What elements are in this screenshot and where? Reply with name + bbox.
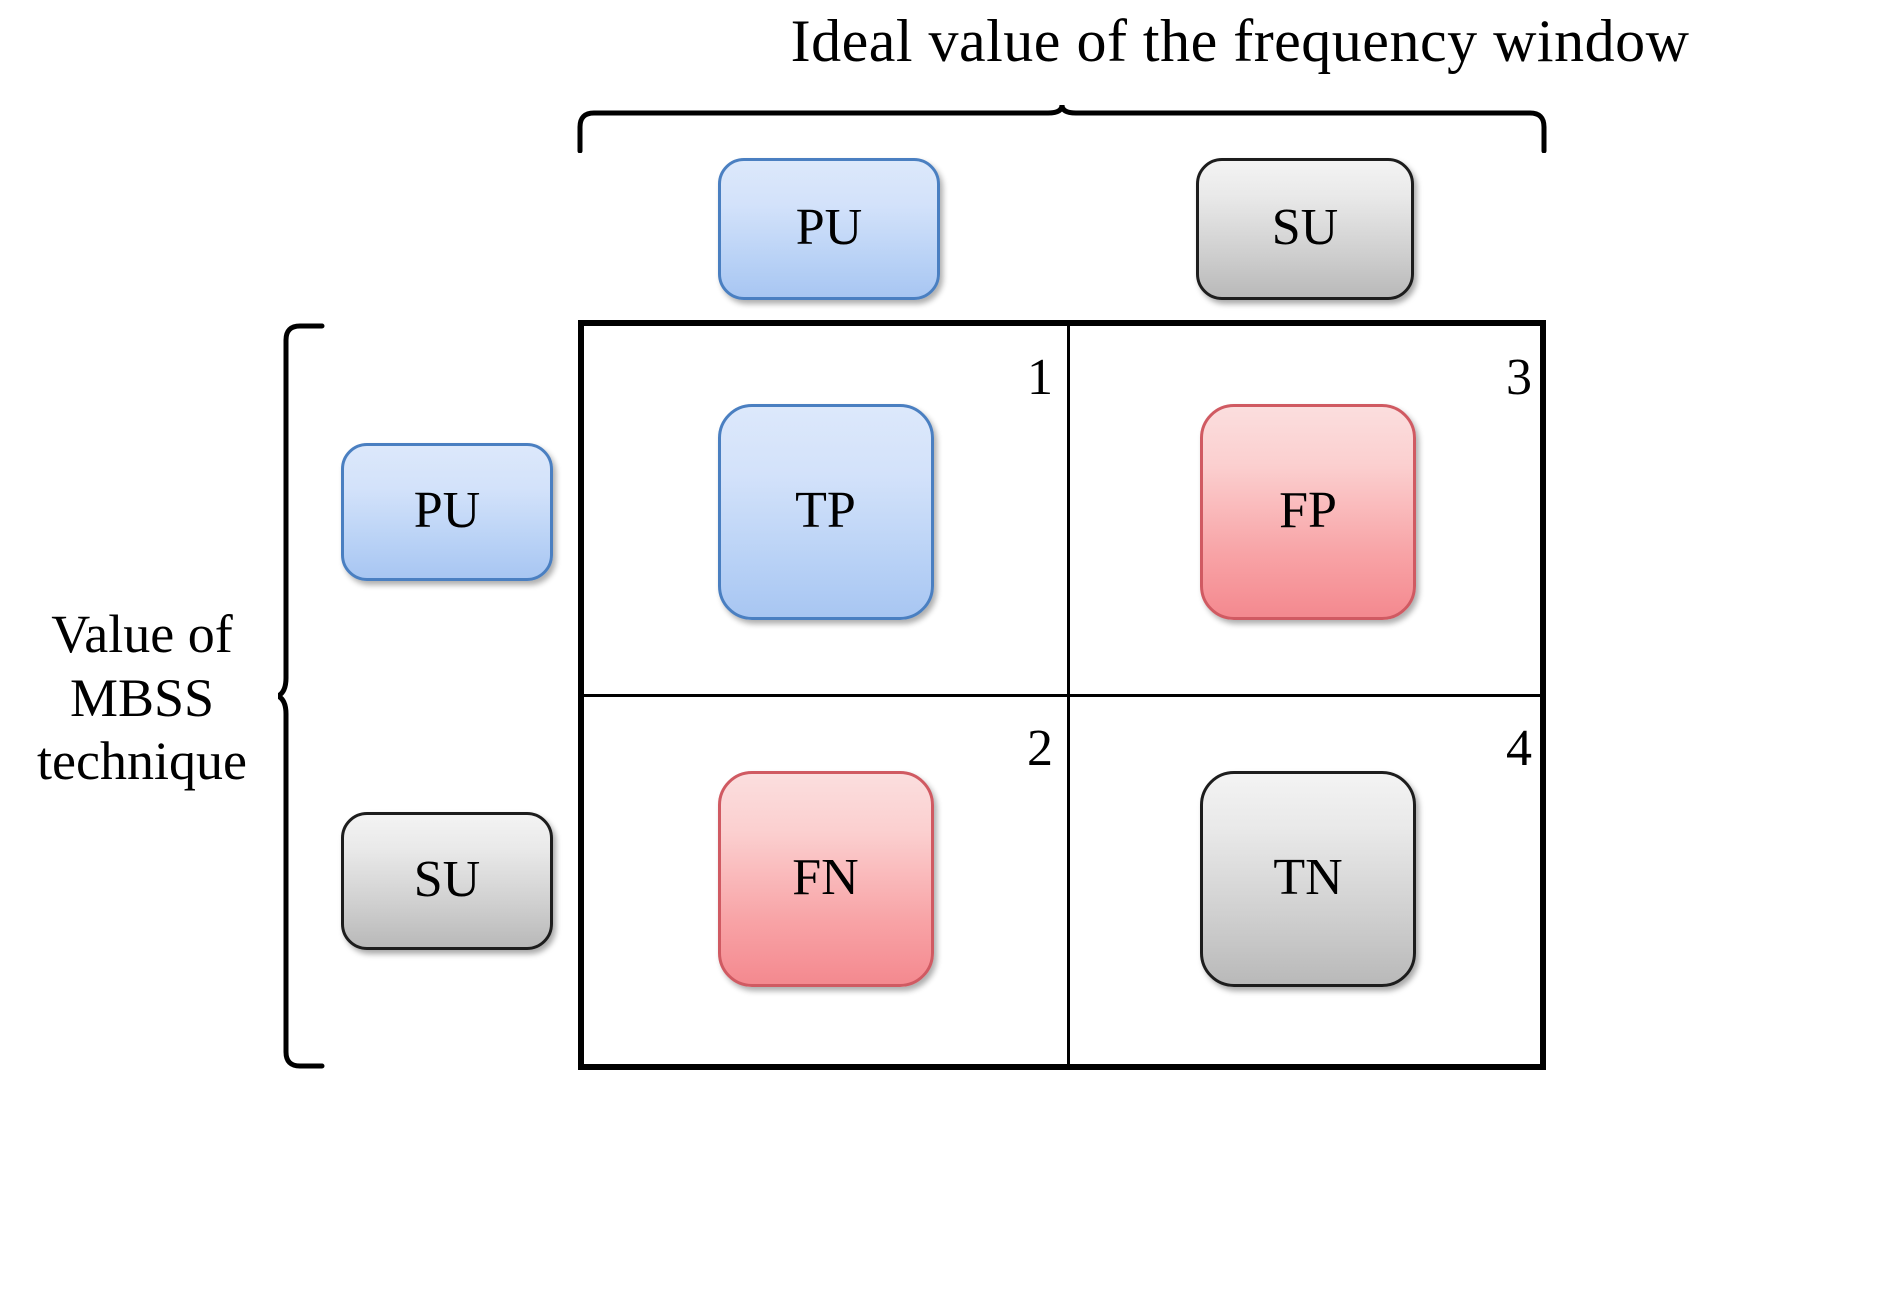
row-axis-brace <box>278 322 326 1070</box>
matrix-cell-fn-number: 2 <box>1027 720 1053 777</box>
matrix-cell-tn-number: 4 <box>1506 720 1532 777</box>
matrix-cell-fn: 2 FN <box>584 697 1067 1064</box>
matrix-chip-fn: FN <box>717 771 934 987</box>
row-axis-title-line-3: technique <box>37 731 247 792</box>
column-header-pu-label: PU <box>795 199 863 256</box>
matrix-chip-fp: FP <box>1200 404 1416 620</box>
column-header-su-label: SU <box>1271 199 1339 256</box>
matrix-cell-fp-number: 3 <box>1506 349 1532 406</box>
column-header-pu: PU <box>718 158 940 300</box>
row-axis-title-line-2: MBSS <box>69 667 215 728</box>
matrix-cell-fp: 3 FP <box>1070 326 1546 694</box>
matrix-chip-tn: TN <box>1200 771 1416 987</box>
matrix-cell-tp-number: 1 <box>1027 349 1053 406</box>
matrix-cell-tp: 1 TP <box>584 326 1067 694</box>
row-header-su: SU <box>341 812 553 950</box>
row-axis-title: Value of MBSS technique <box>14 603 270 794</box>
matrix-chip-tp-label: TP <box>795 482 856 539</box>
column-axis-title: Ideal value of the frequency window <box>790 8 1690 74</box>
matrix-chip-fn-label: FN <box>792 849 859 906</box>
row-header-su-label: SU <box>413 851 481 908</box>
row-header-pu-label: PU <box>413 482 481 539</box>
matrix-chip-fp-label: FP <box>1279 482 1337 539</box>
matrix-horizontal-divider <box>584 694 1540 697</box>
column-header-su: SU <box>1196 158 1414 300</box>
matrix-cell-tn: 4 TN <box>1070 697 1546 1064</box>
matrix-chip-tp: TP <box>717 404 934 620</box>
row-header-pu: PU <box>341 443 553 581</box>
row-axis-title-line-1: Value of <box>51 604 233 664</box>
column-axis-brace <box>576 105 1548 153</box>
confusion-matrix: 1 TP 3 FP 2 FN 4 TN <box>578 320 1546 1070</box>
matrix-chip-tn-label: TN <box>1273 849 1343 906</box>
